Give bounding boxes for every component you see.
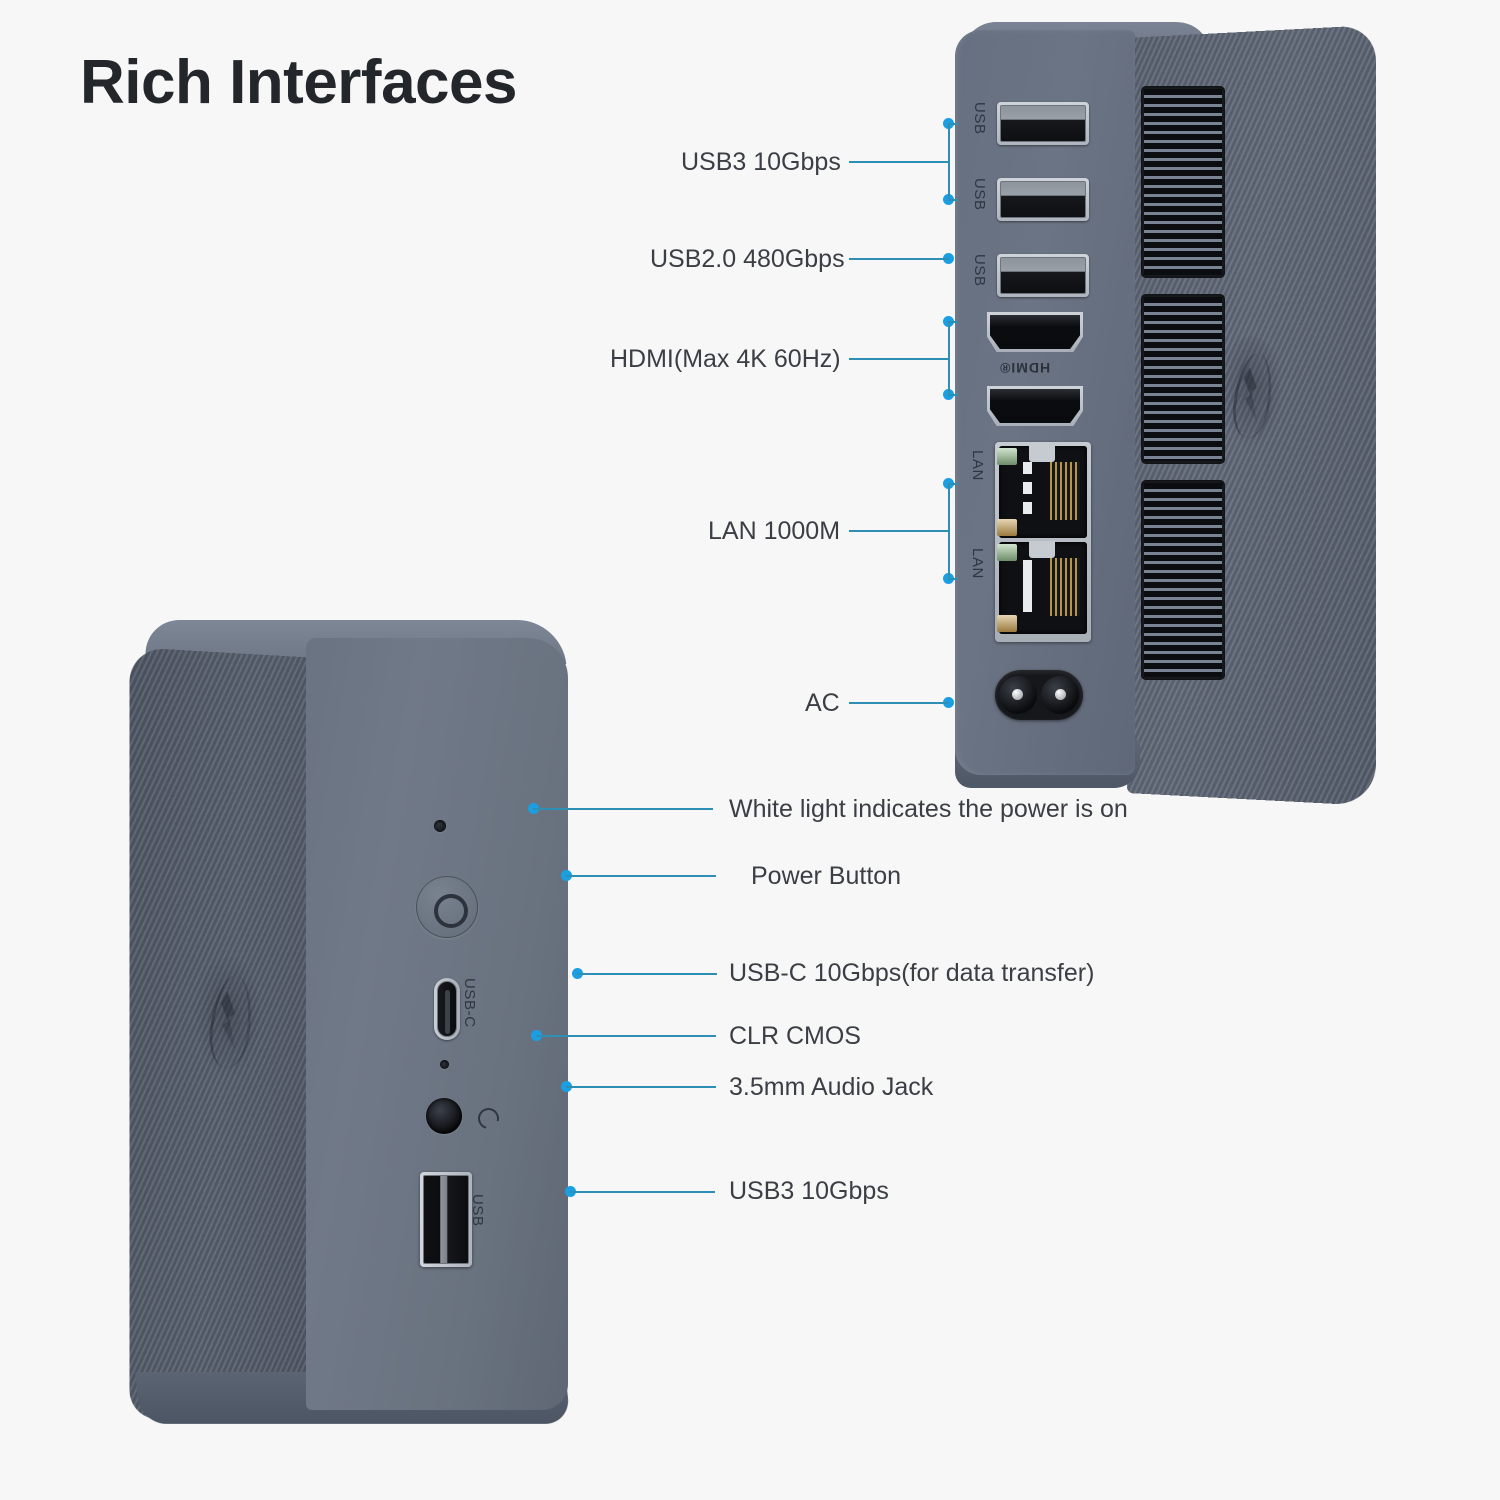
callout-power-led: White light indicates the power is on [729,795,1128,823]
callout-lan: LAN 1000M [708,517,841,545]
lead-rear-usb2 [948,199,958,201]
audio-jack-port [426,1098,462,1134]
callout-ac: AC [805,689,840,717]
lan-led-green-1 [997,448,1017,465]
callout-usb3-rear: USB3 10Gbps [681,148,841,176]
lan-led-amber-2 [997,615,1017,632]
bracket-hdmi [948,321,950,396]
ac-power-socket [995,670,1083,720]
power-button[interactable] [416,876,478,938]
lead-usb2-stem [849,258,949,260]
bracket-usb3 [948,123,950,201]
rj45-keyway-1 [1023,462,1032,516]
lead-hdmi-stem [849,358,949,360]
lead-lan-stem [849,530,949,532]
lead-power-button [566,875,716,877]
rear-usb-label-3: USB [971,254,988,287]
rear-io-face: USB USB USB HDMI® [955,30,1225,775]
vent-slots-bottom [1141,480,1225,680]
front-io-face: USB-C USB [306,638,568,1410]
vent-slots-middle [1141,294,1225,464]
callout-power-button: Power Button [751,862,902,890]
rear-lan-port-block [995,442,1091,642]
lead-lan2 [948,578,958,580]
lead-ac-stem [849,702,949,704]
rj45-contacts-1 [1050,462,1080,520]
rear-usb-a-port-3 [997,254,1089,297]
callout-clr-cmos: CLR CMOS [729,1022,861,1050]
callout-front-usb3: USB3 10Gbps [729,1177,889,1205]
lead-rear-usb1 [948,123,958,125]
headphone-icon [474,1104,503,1133]
front-side-textured-panel [129,647,318,1421]
clr-cmos-pinhole [440,1060,449,1069]
lead-clr-cmos [536,1035,716,1037]
rear-usb-label-2: USB [971,178,988,211]
rear-lan-label-1: LAN [969,450,986,481]
rear-usb-a-port-2 [997,178,1089,221]
page-title: Rich Interfaces [80,48,518,117]
callout-usb-c: USB-C 10Gbps(for data transfer) [729,959,1095,987]
vent-slots-top [1141,86,1225,278]
front-usb-label: USB [469,1194,486,1227]
rear-lan-label-2: LAN [969,548,986,579]
ac-pin-right [1055,689,1066,700]
lead-power-led [533,808,713,810]
rear-hdmi-port-1 [987,312,1083,352]
lead-hdmi2 [948,394,958,396]
callout-hdmi: HDMI(Max 4K 60Hz) [610,345,841,373]
rj45-contacts-2 [1050,558,1080,616]
callout-usb2: USB2.0 480Gbps [650,245,845,273]
rj45-port-1 [997,445,1087,538]
lead-usb3-stem [849,161,949,163]
rear-usb-a-port-1 [997,102,1089,145]
hdmi-marking: HDMI® [999,360,1051,376]
lead-audio-jack [566,1086,716,1088]
front-usbc-label: USB-C [461,978,478,1028]
lead-front-usb3 [570,1191,715,1193]
front-unit-illustration: USB-C USB [129,620,650,1440]
rj45-keyway-2 [1023,560,1032,612]
lead-usb-c [577,973,717,975]
brand-logo-emboss-front [188,956,267,1088]
lead-hdmi1 [948,321,958,323]
bracket-lan [948,483,950,580]
lan-led-amber-1 [997,519,1017,536]
power-led-indicator [434,820,446,832]
rj45-port-2 [997,541,1087,634]
rear-unit-illustration: USB USB USB HDMI® [955,22,1410,807]
rear-usb-label-1: USB [971,102,988,135]
front-usb-a-port [420,1172,472,1267]
lan-led-green-2 [997,544,1017,561]
ac-pin-left [1012,689,1023,700]
callout-audio-jack: 3.5mm Audio Jack [729,1073,934,1101]
lead-lan1 [948,483,958,485]
rear-hdmi-port-2 [987,386,1083,426]
brand-logo-emboss-rear [1214,336,1288,457]
front-usb-c-port [434,978,460,1040]
